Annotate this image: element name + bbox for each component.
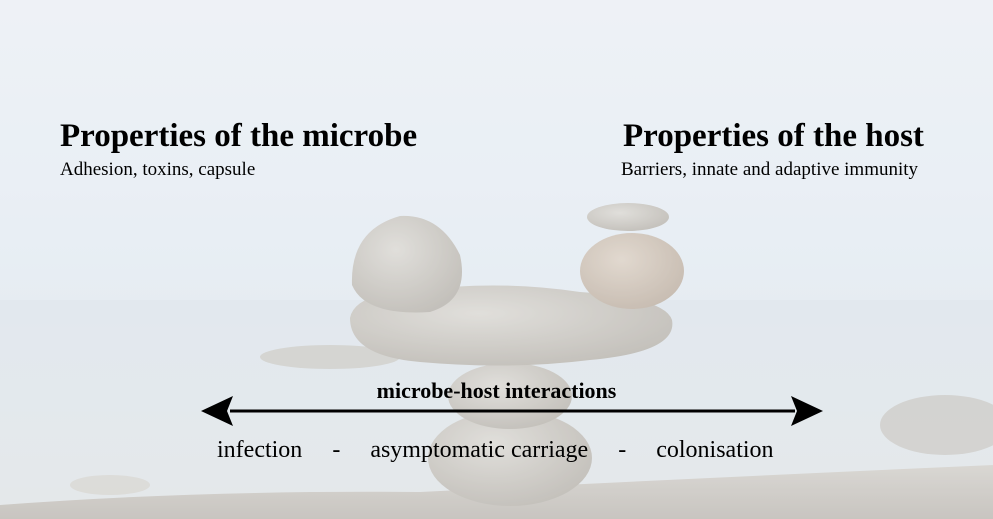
spectrum-separator: - bbox=[618, 437, 626, 464]
interaction-spectrum: infection - asymptomatic carriage - colonisa… bbox=[217, 437, 774, 464]
microbe-properties-title: Properties of the microbe bbox=[60, 120, 417, 153]
spectrum-infection: infection bbox=[217, 437, 302, 464]
spectrum-separator: - bbox=[332, 437, 340, 464]
microbe-properties-subtitle: Adhesion, toxins, capsule bbox=[60, 160, 255, 179]
interactions-label: microbe-host interactions bbox=[0, 378, 993, 404]
host-properties-title: Properties of the host bbox=[623, 120, 924, 153]
host-properties-subtitle: Barriers, innate and adaptive immunity bbox=[621, 160, 918, 179]
spectrum-colonisation: colonisation bbox=[656, 437, 773, 464]
spectrum-asymptomatic-carriage: asymptomatic carriage bbox=[370, 437, 588, 464]
